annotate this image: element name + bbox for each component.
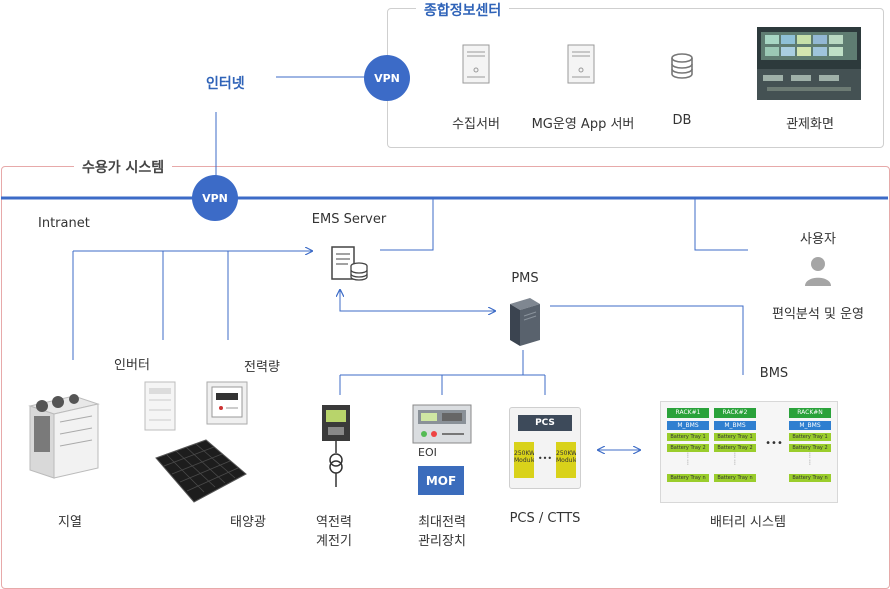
- rack-bms: M_BMS: [789, 421, 831, 430]
- battery-system-panel: RACK#1 M_BMS Battery Tray 1 Battery Tray…: [660, 401, 838, 503]
- collection-server-label: 수집서버: [452, 117, 500, 132]
- vpn-node-site: VPN: [192, 175, 238, 221]
- battery-tray: Battery Tray n: [714, 474, 756, 482]
- eoi-label: EOI: [418, 446, 437, 459]
- reverse-power-relay-icon: [319, 403, 353, 493]
- geothermal-label: 지열: [58, 515, 82, 530]
- battery-dots: •••: [765, 438, 783, 449]
- mof-box: MOF: [418, 466, 464, 495]
- user-sublabel: 편익분석 및 운영: [772, 307, 864, 322]
- db-label: DB: [672, 113, 692, 128]
- app-server-icon: [567, 44, 595, 88]
- vpn-node-top: VPN: [364, 55, 410, 101]
- inverter-icon: [143, 380, 177, 436]
- rack-vertical-dots: ⋮⋮: [732, 452, 738, 466]
- user-label: 사용자: [800, 232, 836, 247]
- rack-bms: M_BMS: [667, 421, 709, 430]
- site-system-title: 수용가 시스템: [74, 157, 173, 177]
- max-power-label-2: 관리장치: [418, 534, 466, 549]
- max-power-label-1: 최대전력: [418, 515, 466, 530]
- bms-label: BMS: [759, 366, 789, 381]
- power-meter-label: 전력량: [244, 360, 280, 375]
- ems-server-icon: [330, 246, 370, 286]
- battery-tray: Battery Tray 1: [714, 433, 756, 441]
- pcs-dots: •••: [537, 454, 553, 463]
- internet-label: 인터넷: [206, 76, 245, 92]
- database-icon: [670, 53, 694, 83]
- rack-header: RACK#N: [789, 408, 831, 418]
- rack-vertical-dots: ⋮⋮: [807, 452, 813, 466]
- intranet-label: Intranet: [38, 216, 90, 231]
- server-icon: [462, 44, 490, 88]
- battery-tray: Battery Tray 2: [789, 444, 831, 452]
- reverse-relay-label-2: 계전기: [316, 534, 352, 549]
- pms-label: PMS: [511, 271, 539, 286]
- rack-bms: M_BMS: [714, 421, 756, 430]
- battery-rack: RACK#1 M_BMS Battery Tray 1 Battery Tray…: [667, 408, 709, 496]
- control-screen-label: 관제화면: [786, 117, 834, 132]
- rack-header: RACK#1: [667, 408, 709, 418]
- geothermal-unit-icon: [28, 394, 100, 484]
- battery-tray: Battery Tray 1: [789, 433, 831, 441]
- control-room-image: [757, 27, 861, 104]
- battery-rack: RACK#2 M_BMS Battery Tray 1 Battery Tray…: [714, 408, 756, 496]
- reverse-relay-label-1: 역전력: [316, 515, 352, 530]
- rack-header: RACK#2: [714, 408, 756, 418]
- pcs-module-right: 250KW Module: [556, 442, 576, 478]
- battery-tray: Battery Tray 1: [667, 433, 709, 441]
- solar-panel-icon: [154, 438, 248, 510]
- pcs-module-left: 250KW Module: [514, 442, 534, 478]
- max-power-controller-icon: [412, 404, 472, 448]
- pcs-header: PCS: [518, 415, 572, 431]
- inverter-label: 인버터: [114, 358, 150, 373]
- ems-server-label: EMS Server: [311, 212, 387, 227]
- info-center-title: 종합정보센터: [416, 0, 510, 20]
- battery-tray: Battery Tray 2: [714, 444, 756, 452]
- user-icon: [802, 254, 834, 290]
- power-meter-icon: [206, 381, 248, 429]
- pcs-label: PCS / CTTS: [509, 511, 581, 526]
- app-server-label: MG운영 App 서버: [531, 117, 635, 132]
- pcs-unit: PCS 250KW Module ••• 250KW Module: [509, 407, 581, 489]
- solar-label: 태양광: [230, 515, 266, 530]
- battery-tray: Battery Tray n: [667, 474, 709, 482]
- battery-system-label: 배터리 시스템: [710, 515, 786, 530]
- rack-vertical-dots: ⋮⋮: [685, 452, 691, 466]
- battery-rack: RACK#N M_BMS Battery Tray 1 Battery Tray…: [789, 408, 831, 496]
- pms-server-icon: [506, 296, 542, 352]
- battery-tray: Battery Tray 2: [667, 444, 709, 452]
- battery-tray: Battery Tray n: [789, 474, 831, 482]
